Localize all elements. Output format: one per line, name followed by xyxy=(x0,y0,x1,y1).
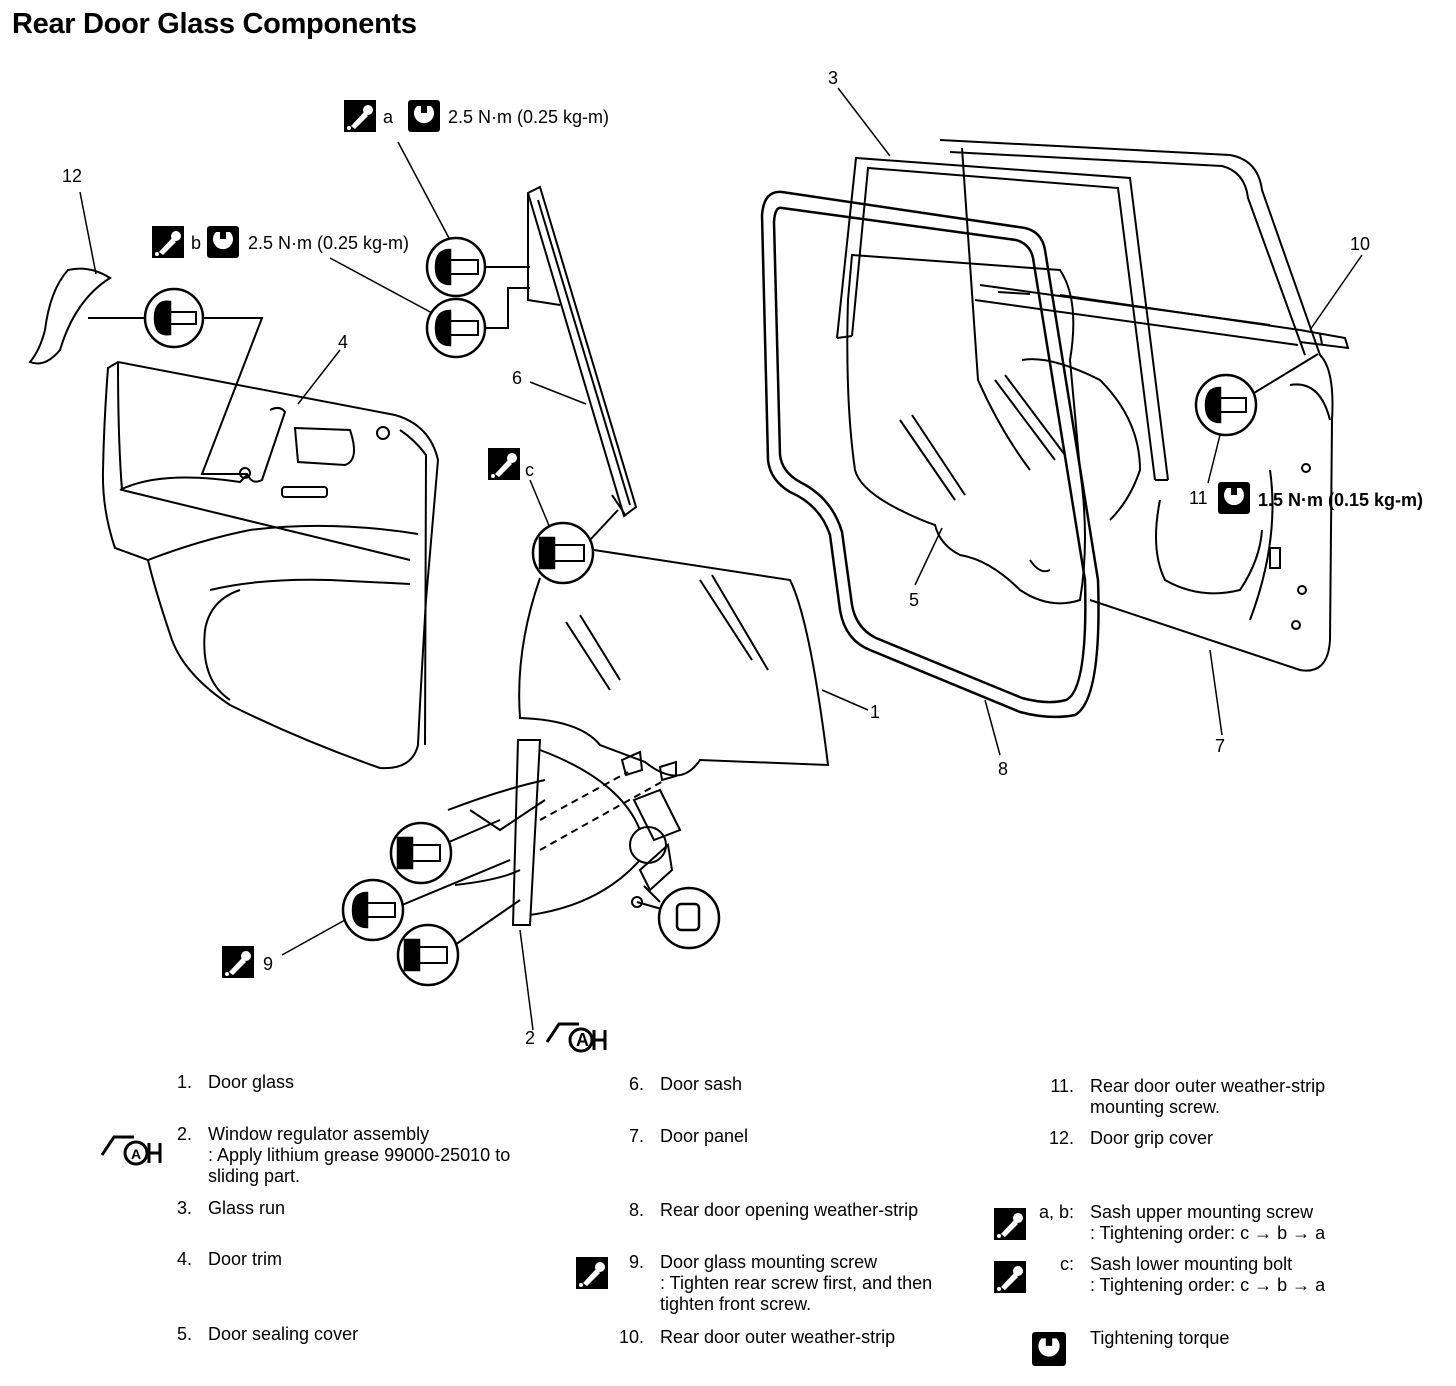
leader-10 xyxy=(1309,254,1363,331)
grip-screw-circle xyxy=(143,287,205,349)
leader-11 xyxy=(1207,434,1221,484)
callout-c: c xyxy=(525,460,534,480)
torque-icon xyxy=(207,226,239,258)
wrench-icon xyxy=(488,448,520,480)
grease-icon xyxy=(545,1022,607,1053)
glass-mounting-screw xyxy=(341,878,405,942)
wrench-icon xyxy=(576,1257,608,1289)
glass-run xyxy=(836,156,1169,481)
leader-9 xyxy=(281,919,346,956)
callout-9: 9 xyxy=(263,954,273,974)
torque-icon xyxy=(1218,482,1250,514)
exploded-diagram: A 12 4 b 2.5 N·m (0.25 kg-m) xyxy=(28,68,1423,1053)
torque-11: 1.5 N·m (0.15 kg-m) xyxy=(1258,490,1423,510)
leader-1 xyxy=(821,689,869,711)
wrench-icon xyxy=(152,226,184,258)
leader-12 xyxy=(79,191,97,275)
torque-b: 2.5 N·m (0.25 kg-m) xyxy=(248,233,409,253)
callout-12: 12 xyxy=(62,166,82,186)
callout-5: 5 xyxy=(909,590,919,610)
regulator-nut xyxy=(657,886,721,950)
callout-1: 1 xyxy=(870,702,880,722)
outer-weatherstrip-screw xyxy=(1194,373,1258,437)
door-grip-cover xyxy=(28,267,112,365)
door-sash xyxy=(526,185,638,518)
callout-a: a xyxy=(383,107,394,127)
regulator-bolt xyxy=(396,923,460,987)
regulator-bolt xyxy=(389,821,453,885)
door-panel xyxy=(939,139,1334,672)
torque-icon xyxy=(1032,1332,1066,1366)
grease-icon: A xyxy=(100,1135,162,1166)
callout-7: 7 xyxy=(1215,736,1225,756)
leader-6 xyxy=(529,381,587,405)
callout-10: 10 xyxy=(1350,234,1370,254)
door-trim xyxy=(101,360,440,770)
svg-text:A: A xyxy=(131,1146,141,1162)
leader-3 xyxy=(837,87,891,157)
callout-6: 6 xyxy=(512,368,522,388)
callout-3: 3 xyxy=(828,68,838,88)
callout-8: 8 xyxy=(998,759,1008,779)
door-glass xyxy=(518,549,830,777)
callout-11: 11 xyxy=(1189,488,1208,508)
sash-bolt-c xyxy=(531,521,595,585)
wrench-icon xyxy=(344,100,376,132)
leader-4 xyxy=(297,349,341,405)
callout-b: b xyxy=(191,233,201,253)
wrench-icon xyxy=(994,1261,1026,1293)
wrench-icon xyxy=(222,946,254,978)
window-regulator xyxy=(447,739,682,926)
callout-2: 2 xyxy=(525,1028,535,1048)
wrench-icon xyxy=(994,1208,1026,1240)
opening-weatherstrip xyxy=(760,190,1100,719)
callout-4: 4 xyxy=(338,332,348,352)
leader-8 xyxy=(984,699,1001,756)
leader-7 xyxy=(1209,649,1223,736)
torque-icon xyxy=(408,100,440,132)
sash-screw-a xyxy=(425,236,487,298)
torque-a: 2.5 N·m (0.25 kg-m) xyxy=(448,107,609,127)
door-sealing-cover xyxy=(846,253,1086,605)
page-title: Rear Door Glass Components xyxy=(12,8,417,40)
leader-5 xyxy=(914,527,943,586)
outer-weatherstrip xyxy=(1299,329,1350,350)
sash-screw-b xyxy=(425,297,487,359)
leader-2 xyxy=(519,929,534,1031)
